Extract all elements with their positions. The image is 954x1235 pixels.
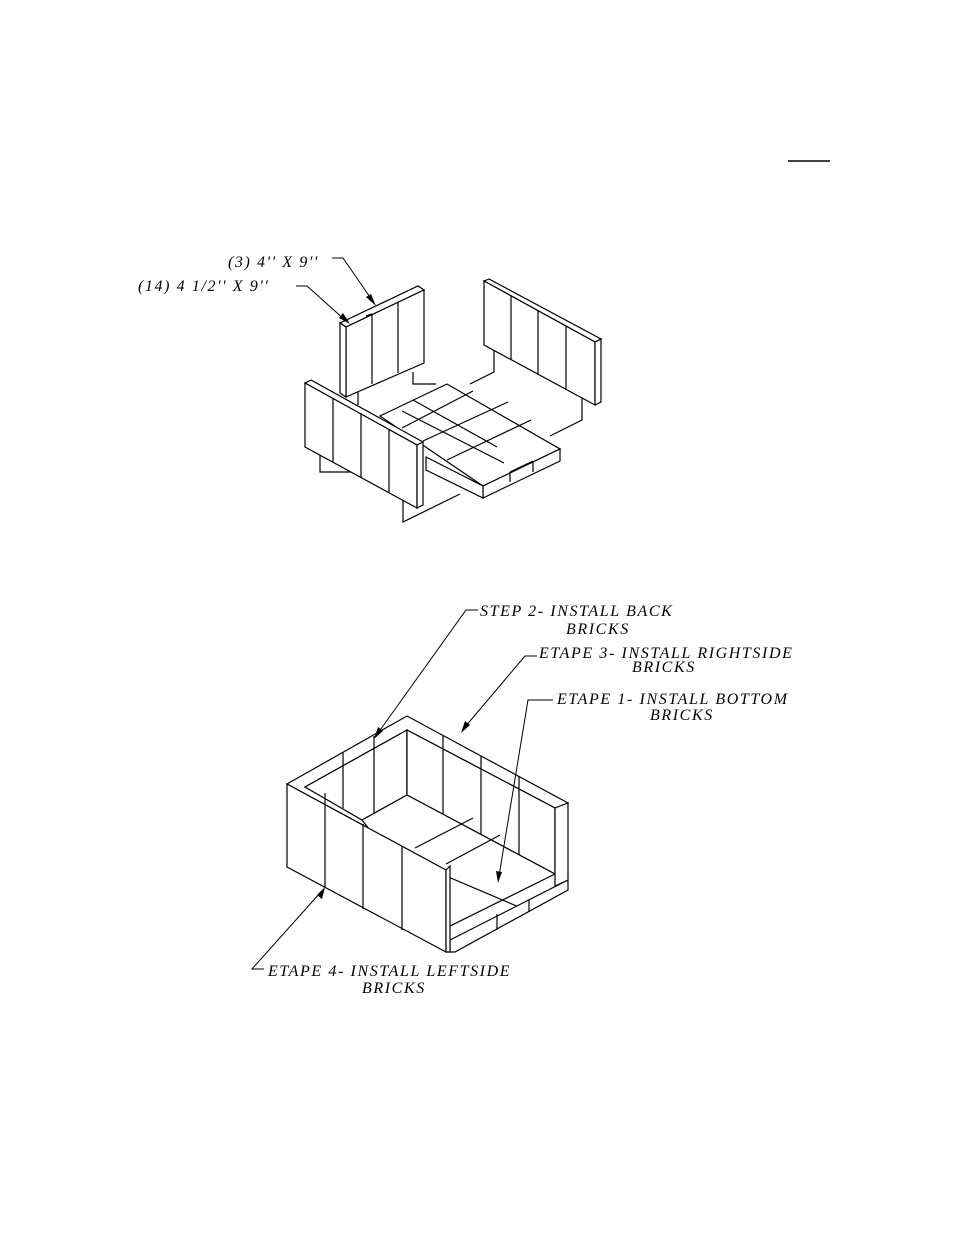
label-step2-line2: BRICKS (566, 621, 630, 638)
arrowhead-step2 (374, 727, 383, 739)
back-wall-panel (338, 285, 426, 399)
leader-step4 (250, 892, 321, 970)
label-step4-line2: BRICKS (362, 980, 426, 997)
leader-step2 (377, 609, 478, 734)
arrowhead-step3 (461, 721, 470, 733)
bottom-bricks (378, 383, 562, 499)
label-step2-line1: STEP 2- INSTALL BACK (480, 603, 673, 620)
exploded-leaders (296, 257, 376, 324)
leader-brick-b (296, 285, 346, 321)
arrowhead-brick-a (366, 294, 376, 306)
floor-side-face (425, 456, 484, 499)
exploded-view: (3) 4'' X 9'' (14) 4 1/2'' X 9'' (138, 254, 603, 523)
arrowhead-brick-b (339, 313, 350, 324)
floor-brick-joints (401, 390, 534, 482)
leader-step1 (498, 699, 553, 877)
arrowhead-step4 (317, 887, 325, 899)
label-step1-line2: BRICKS (650, 707, 714, 724)
label-brick-a: (3) 4'' X 9'' (228, 254, 319, 271)
rim-joints (324, 736, 520, 804)
assembled-leaders (250, 609, 553, 970)
label-step1-line1: ETAPE 1- INSTALL BOTTOM (556, 691, 789, 708)
exploded-ghost-outline (319, 348, 583, 523)
leader-brick-a (332, 257, 373, 301)
right-wall-panel (482, 278, 603, 407)
assembled-view: STEP 2- INSTALL BACK BRICKS ETAPE 3- INS… (250, 603, 794, 997)
left-side-bricks (286, 782, 451, 954)
label-step3-line2: BRICKS (632, 659, 696, 676)
left-wall-panel (303, 379, 425, 510)
label-brick-b: (14) 4 1/2'' X 9'' (138, 278, 269, 295)
leader-step3 (464, 655, 537, 728)
right-outer-wall (554, 802, 569, 887)
label-step3-line1: ETAPE 3- INSTALL RIGHTSIDE (538, 645, 794, 662)
label-step4-line1: ETAPE 4- INSTALL LEFTSIDE (267, 963, 511, 980)
arrowhead-step1 (496, 871, 502, 883)
